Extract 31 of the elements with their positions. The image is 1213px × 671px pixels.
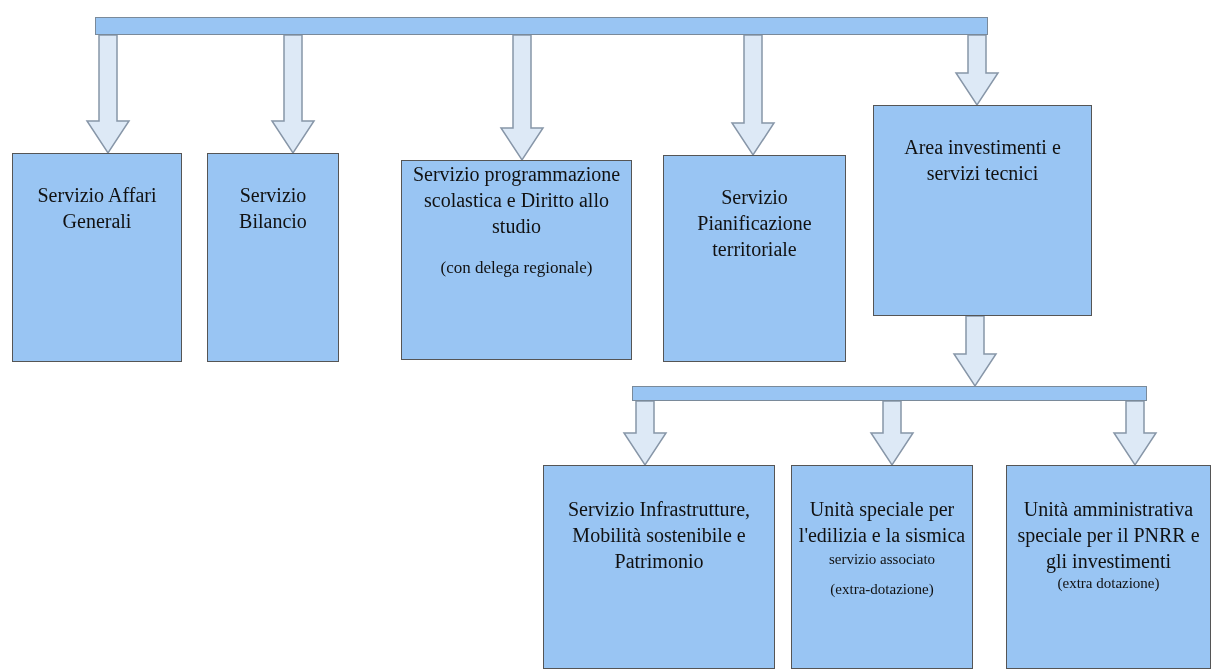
unit-box [791,465,973,669]
unit-name: Servizio Pianificazione territoriale [696,185,813,262]
block-arrow [622,400,668,467]
unit-box [543,465,775,669]
block-arrow [1112,400,1158,467]
unit-note: servizio associato [828,550,936,569]
block-arrow [952,315,998,388]
block-arrow [270,34,316,155]
block-arrow [730,34,776,157]
unit-note: (con delega regionale) [440,257,593,279]
unit-box [401,160,632,360]
unit-box [1006,465,1211,669]
unit-name: Servizio Bilancio [238,183,308,234]
unit-name: Servizio Infrastrutture, Mobilità sostenibile e Patrimonio [566,497,752,574]
unit-box [12,153,182,362]
connector-bar [95,17,988,35]
unit-name: Unità speciale per l'edilizia e la sismica [797,497,967,548]
unit-name: Servizio Affari Generali [36,183,158,234]
unit-box [663,155,846,362]
unit-name: Area investimenti e servizi tecnici [903,135,1062,186]
unit-note: (extra dotazione) [1057,574,1160,593]
connector-bar [632,386,1147,401]
unit-note: (extra-dotazione) [830,579,934,599]
unit-box [873,105,1092,316]
unit-box [207,153,339,362]
unit-name: Unità amministrativa speciale per il PNRR e gli investimenti [1016,497,1201,574]
block-arrow [85,34,131,155]
block-arrow [954,34,1000,107]
unit-name: Servizio programmazione scolastica e Diritto allo studio [411,162,622,239]
block-arrow [499,34,545,162]
block-arrow [869,400,915,467]
